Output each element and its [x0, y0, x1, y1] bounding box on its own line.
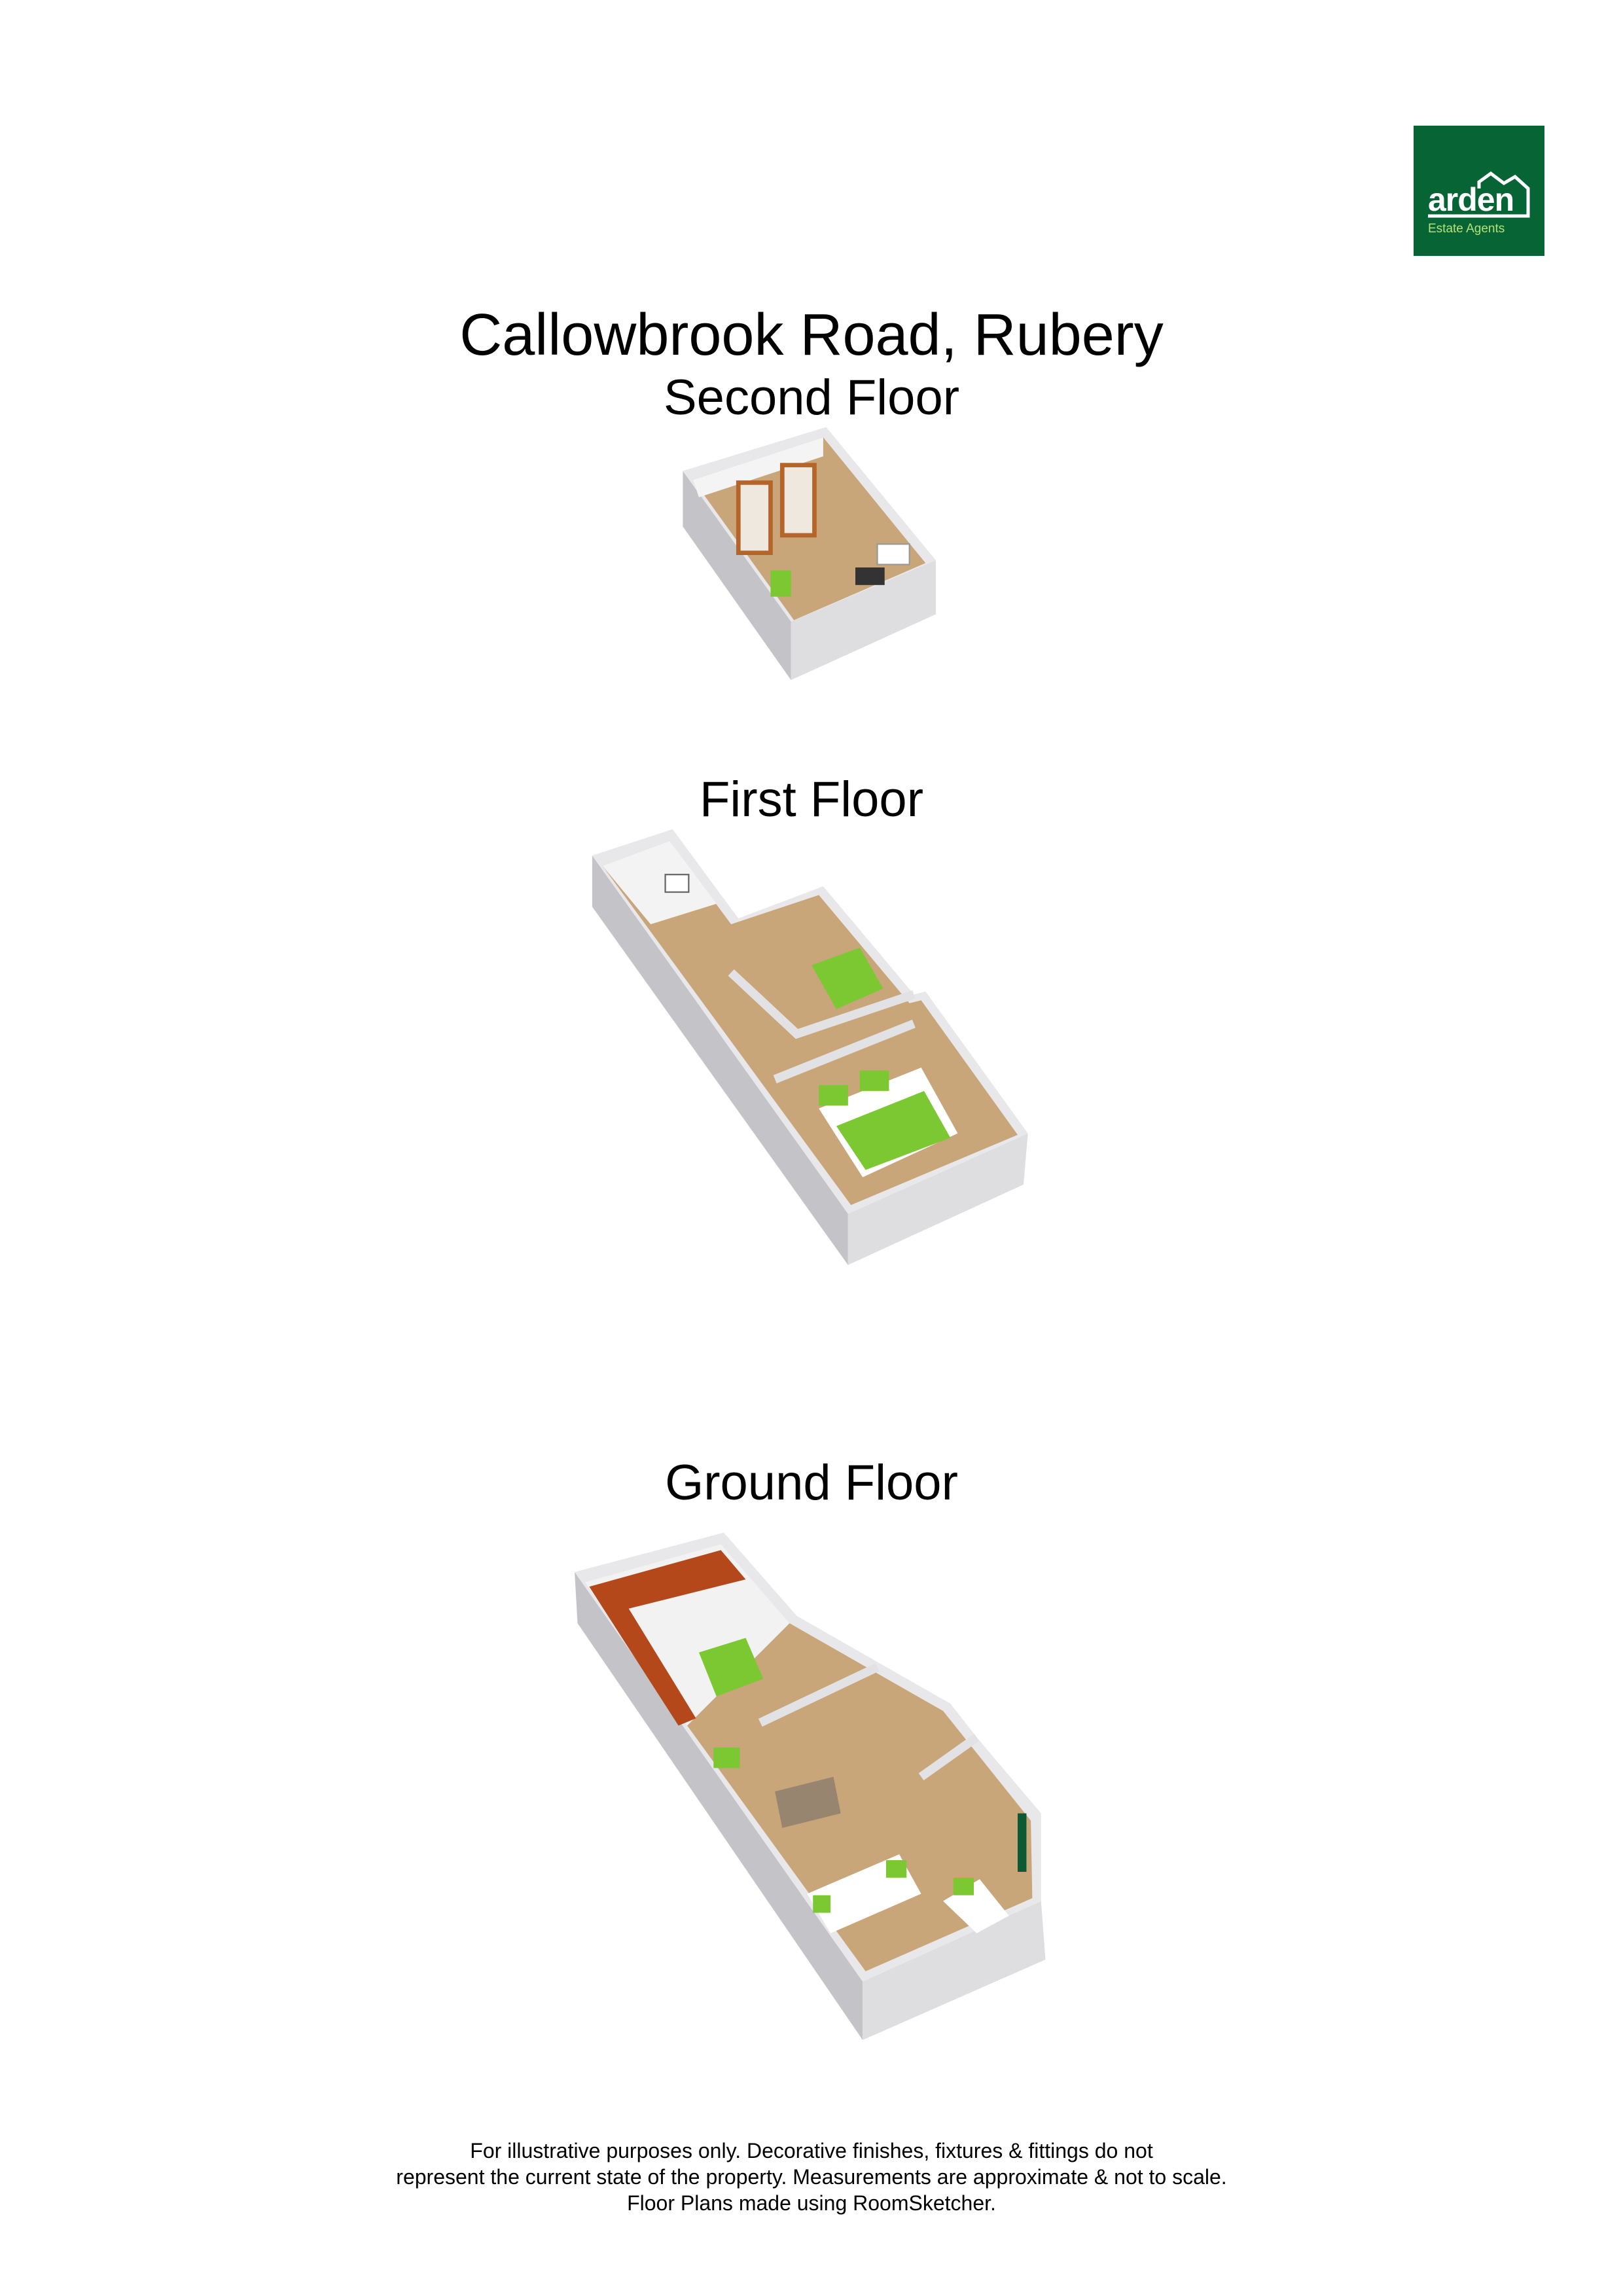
- logo-wordmark: arden: [1428, 181, 1514, 218]
- staircase: [779, 463, 817, 538]
- staircase: [736, 480, 773, 556]
- disclaimer-line: represent the current state of the prope…: [396, 2165, 1227, 2189]
- second-floor-plan: [683, 427, 936, 681]
- dining-table: [698, 1638, 764, 1696]
- kitchen-counter: [589, 1550, 746, 1726]
- desk-chair: [855, 567, 885, 585]
- logo-tagline: Estate Agents: [1428, 222, 1505, 236]
- house-outline-icon: [1428, 171, 1530, 218]
- disclaimer: For illustrative purposes only. Decorati…: [0, 2138, 1623, 2216]
- first-floor-plan: [592, 829, 1028, 1265]
- page-title: Callowbrook Road, Rubery: [459, 302, 1164, 368]
- sink: [664, 874, 690, 893]
- arden-logo: arden Estate Agents: [1414, 126, 1544, 256]
- armchair: [713, 1748, 740, 1768]
- front-door: [1018, 1813, 1027, 1872]
- first-floor-label: First Floor: [700, 772, 923, 827]
- ground-floor-label: Ground Floor: [665, 1455, 958, 1511]
- disclaimer-line: Floor Plans made using RoomSketcher.: [627, 2191, 996, 2215]
- bathroom-floor: [602, 840, 717, 925]
- desk: [876, 543, 910, 565]
- single-bed: [812, 947, 883, 1009]
- second-floor-label: Second Floor: [663, 370, 960, 425]
- chair: [770, 570, 791, 597]
- coffee-table: [775, 1776, 841, 1828]
- disclaimer-line: For illustrative purposes only. Decorati…: [470, 2139, 1153, 2162]
- ground-floor-plan: [575, 1532, 1046, 2040]
